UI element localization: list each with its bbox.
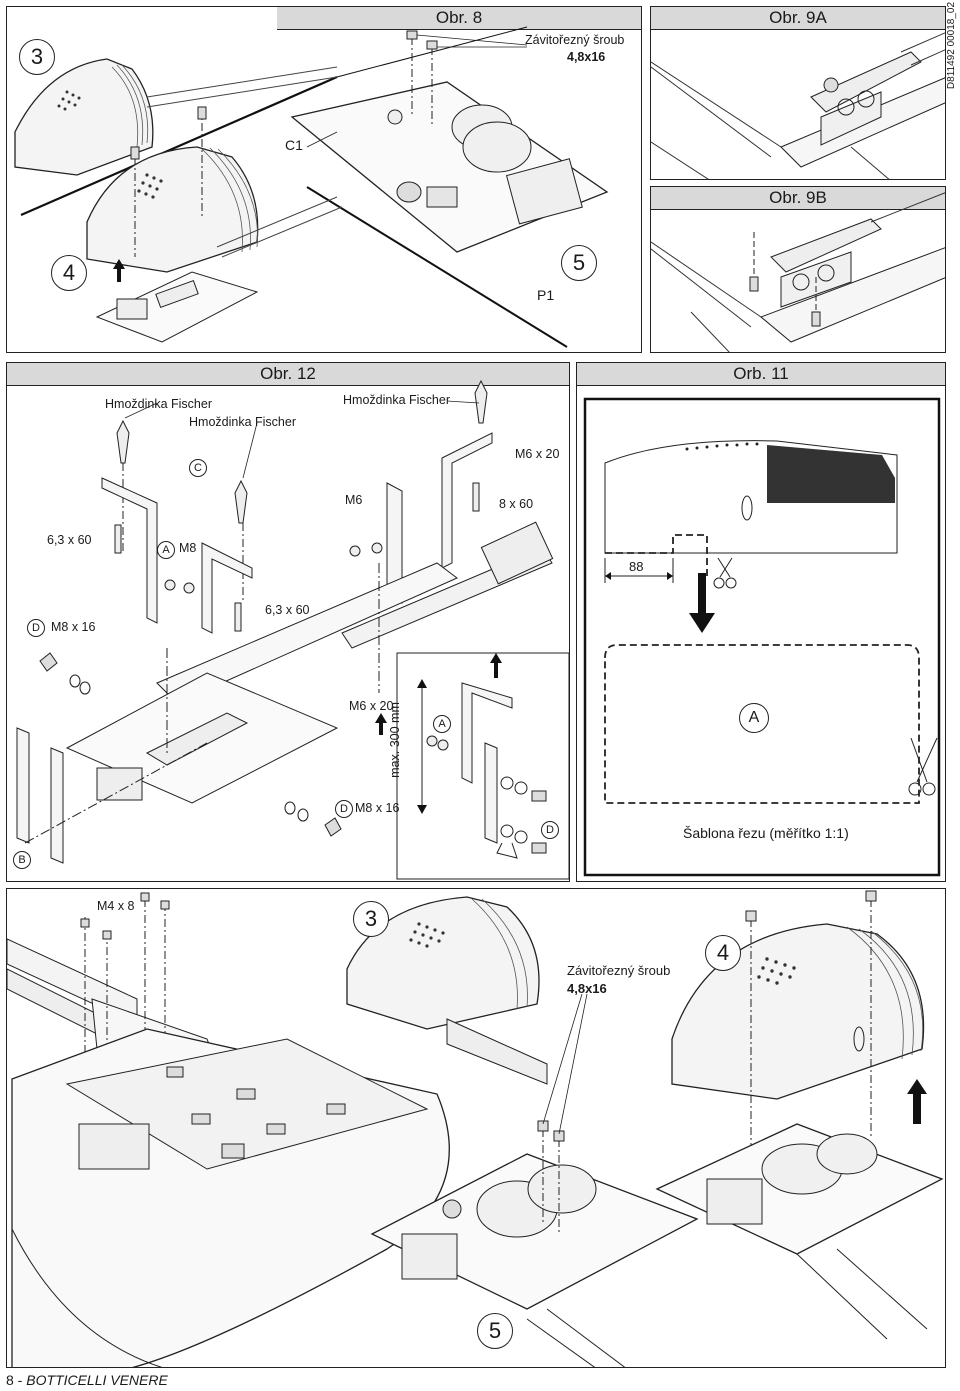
bottom-step-4-marker: 4 bbox=[705, 935, 741, 971]
tag-d-left: D bbox=[27, 619, 45, 637]
figure-11-panel: Orb. 11 88 A Šablona ř bbox=[576, 362, 946, 882]
dowel-label-2: Hmoždinka Fischer bbox=[189, 415, 296, 429]
figure-9a-drawing bbox=[651, 32, 945, 179]
label-m6: M6 bbox=[345, 493, 363, 507]
tag-b: B bbox=[13, 851, 31, 869]
tag-d-bottom: D bbox=[335, 800, 353, 818]
tag-c: C bbox=[189, 459, 207, 477]
dowel-label-1: Hmoždinka Fischer bbox=[105, 397, 212, 411]
figure-12-title: Obr. 12 bbox=[7, 363, 569, 386]
page-number: 8 - bbox=[6, 1372, 27, 1388]
step-3-marker: 3 bbox=[19, 39, 55, 75]
figure-8-drawing bbox=[14, 26, 609, 348]
label-m6x20-top: M6 x 20 bbox=[515, 447, 560, 461]
dim-88: 88 bbox=[629, 559, 644, 574]
label-m8x16-left: M8 x 16 bbox=[51, 620, 96, 634]
bottom-step-5-marker: 5 bbox=[477, 1313, 513, 1349]
label-m8: M8 bbox=[179, 541, 197, 555]
label-p1: P1 bbox=[537, 287, 555, 303]
label-m8x16-bottom: M8 x 16 bbox=[355, 801, 400, 815]
label-max-300mm: max. 300 mm bbox=[387, 702, 402, 778]
label-m6x20-mid: M6 x 20 bbox=[349, 699, 394, 713]
bottom-step-3-marker: 3 bbox=[353, 901, 389, 937]
figure-9b-panel: Obr. 9B bbox=[650, 186, 946, 353]
label-c1: C1 bbox=[285, 137, 303, 153]
figure-9b-drawing bbox=[651, 192, 945, 352]
template-tag-a: A bbox=[739, 703, 769, 733]
bottom-assembly-panel: M4 x 8 3 4 5 Závitořezný šroub 4,8x16 bbox=[6, 888, 946, 1368]
tag-a-left: A bbox=[157, 541, 175, 559]
figure-9b-title: Obr. 9B bbox=[651, 187, 945, 210]
screw-size: 4,8x16 bbox=[567, 50, 606, 64]
label-63x60-mid: 6,3 x 60 bbox=[265, 603, 310, 617]
figure-11-drawing bbox=[583, 397, 941, 877]
figure-8-title: Obr. 8 bbox=[277, 7, 641, 30]
brand-name: BOTTICELLI VENERE bbox=[26, 1372, 168, 1388]
step-5-marker: 5 bbox=[561, 245, 597, 281]
bottom-screw-label: Závitořezný šroub bbox=[567, 963, 671, 978]
figure-9a-title: Obr. 9A bbox=[651, 7, 945, 30]
document-id: D811492 00018_02 bbox=[946, 1, 958, 90]
figure-8-panel: Obr. 8 bbox=[6, 6, 642, 353]
label-m4x8: M4 x 8 bbox=[97, 899, 135, 913]
tag-d-inset: D bbox=[541, 821, 559, 839]
figure-12-panel: Obr. 12 bbox=[6, 362, 570, 882]
figure-9a-panel: Obr. 9A bbox=[650, 6, 946, 180]
bottom-assembly-drawing bbox=[7, 890, 944, 1367]
dowel-label-3: Hmoždinka Fischer bbox=[343, 393, 450, 407]
label-63x60-left: 6,3 x 60 bbox=[47, 533, 92, 547]
bottom-screw-size: 4,8x16 bbox=[567, 981, 607, 996]
page-footer: 8 - BOTTICELLI VENERE bbox=[6, 1372, 168, 1388]
step-4-marker: 4 bbox=[51, 255, 87, 291]
template-caption: Šablona řezu (měřítko 1:1) bbox=[683, 825, 849, 841]
label-8x60: 8 x 60 bbox=[499, 497, 534, 511]
figure-11-title: Orb. 11 bbox=[577, 363, 945, 386]
tag-a-inset: A bbox=[433, 715, 451, 733]
figure-12-drawing bbox=[16, 379, 569, 880]
screw-label: Závitořezný šroub bbox=[525, 33, 625, 47]
